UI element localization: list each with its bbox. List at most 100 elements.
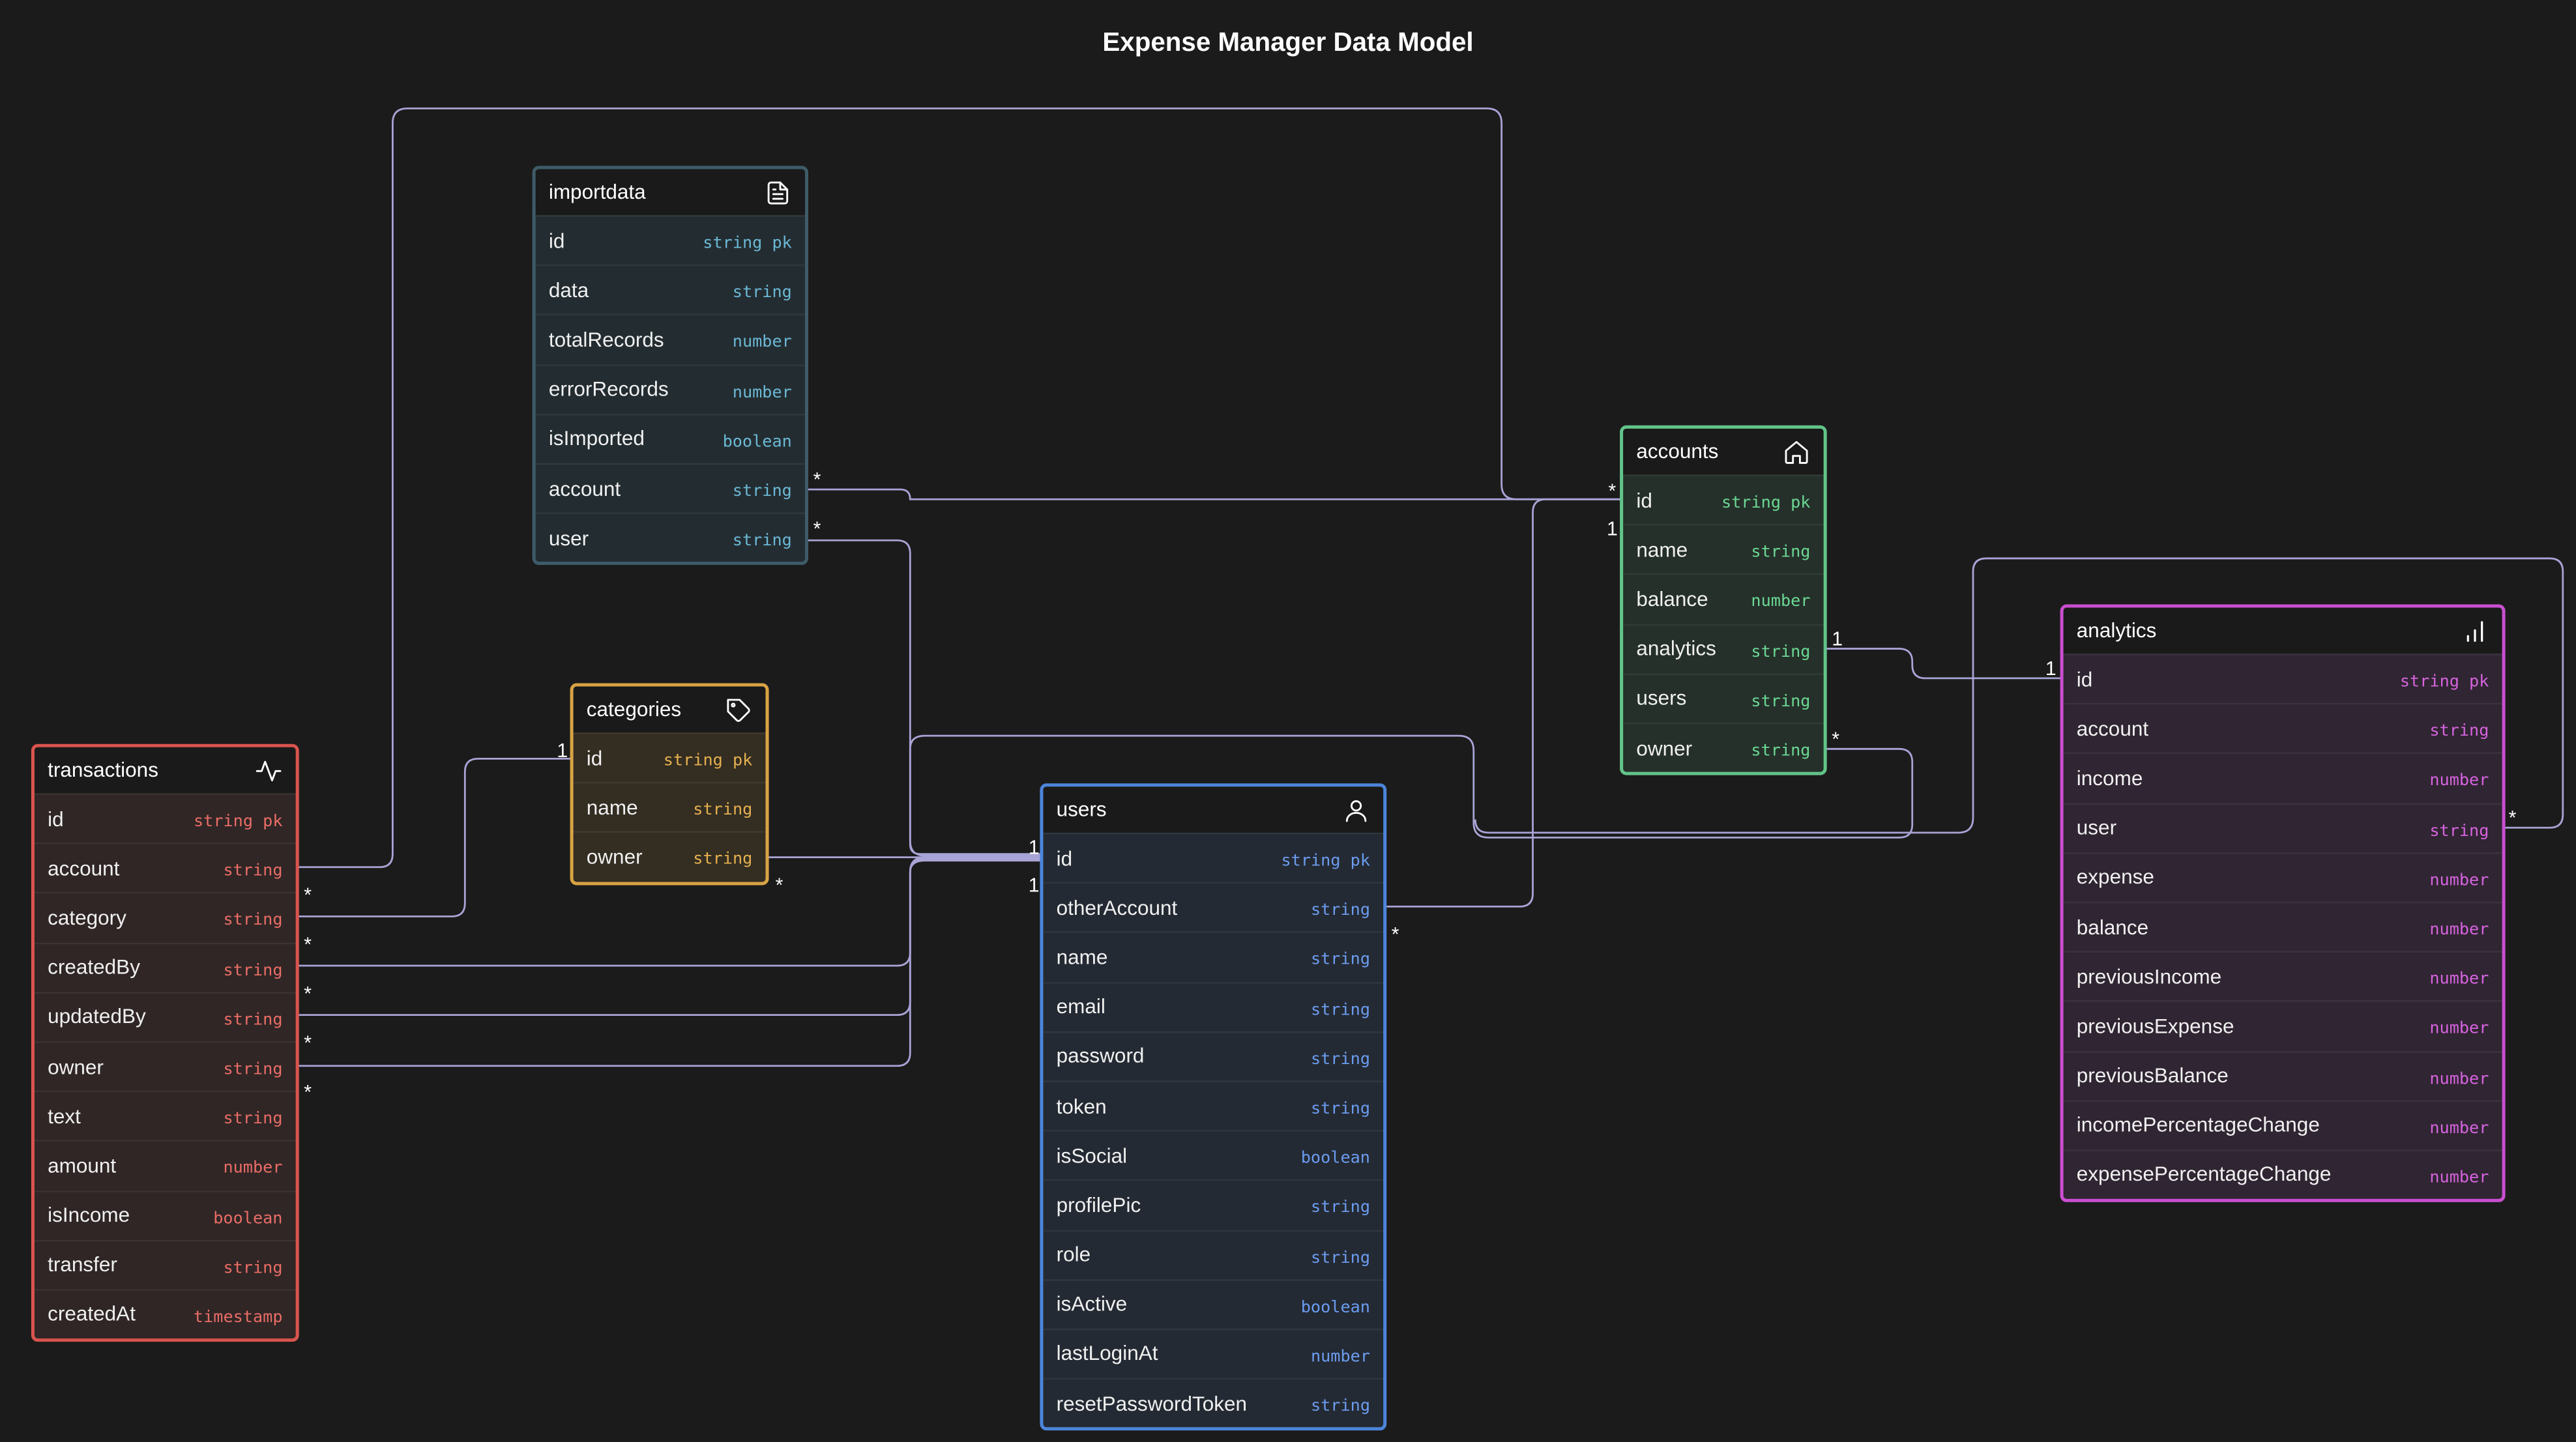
entity-header: accounts — [1623, 428, 1824, 475]
field-name: id — [1056, 846, 1073, 870]
field-name: users — [1636, 687, 1687, 710]
field-name: profilePic — [1056, 1194, 1141, 1217]
field-name: id — [48, 807, 64, 831]
field-name: email — [1056, 995, 1105, 1019]
diagram-title: Expense Manager Data Model — [1102, 29, 1474, 58]
field-row[interactable]: otherAccount string — [1043, 882, 1384, 932]
edge-transactions-account-accounts — [297, 107, 1624, 869]
edge-users-otheraccount-accounts — [1384, 498, 1624, 908]
mult-label: * — [1832, 727, 1840, 751]
field-name: owner — [1636, 736, 1693, 760]
field-name: updatedBy — [48, 1005, 146, 1029]
field-name: name — [586, 796, 638, 820]
field-name: isActive — [1056, 1293, 1128, 1316]
mult-label: 1 — [1832, 627, 1843, 651]
mult-label: * — [813, 517, 821, 541]
mult-label: * — [304, 982, 312, 1005]
mult-label: * — [304, 883, 312, 907]
mult-label: 1 — [1028, 835, 1040, 859]
field-type: number — [1310, 1348, 1371, 1366]
field-type: string — [663, 752, 723, 771]
field-type: string — [1310, 902, 1371, 921]
tag-icon — [727, 698, 750, 721]
field-name: balance — [2076, 916, 2149, 939]
field-type: string — [1751, 742, 1811, 761]
field-type: number — [2429, 1169, 2489, 1188]
field-name: owner — [586, 845, 643, 869]
field-row[interactable]: owner string — [1623, 722, 1824, 772]
field-name: createdAt — [48, 1303, 136, 1327]
field-name: transfer — [48, 1253, 117, 1277]
entity-header: categories — [573, 686, 766, 733]
field-type: number — [2429, 1119, 2489, 1138]
edge-accounts-analytics-analytics — [1825, 648, 2064, 680]
edge-accounts-owner-users — [909, 734, 1914, 855]
field-type: string — [223, 912, 283, 930]
field-name: otherAccount — [1056, 896, 1178, 919]
field-type: number — [2429, 1020, 2489, 1039]
user-icon — [1345, 799, 1367, 822]
field-type: string — [1310, 1050, 1371, 1069]
mult-label: 1 — [1028, 873, 1040, 897]
pk-badge: pk — [772, 235, 792, 253]
field-type: string — [1721, 494, 1781, 513]
field-name: errorRecords — [548, 378, 669, 401]
mult-label: * — [304, 1031, 312, 1055]
field-type: string — [1310, 951, 1371, 970]
